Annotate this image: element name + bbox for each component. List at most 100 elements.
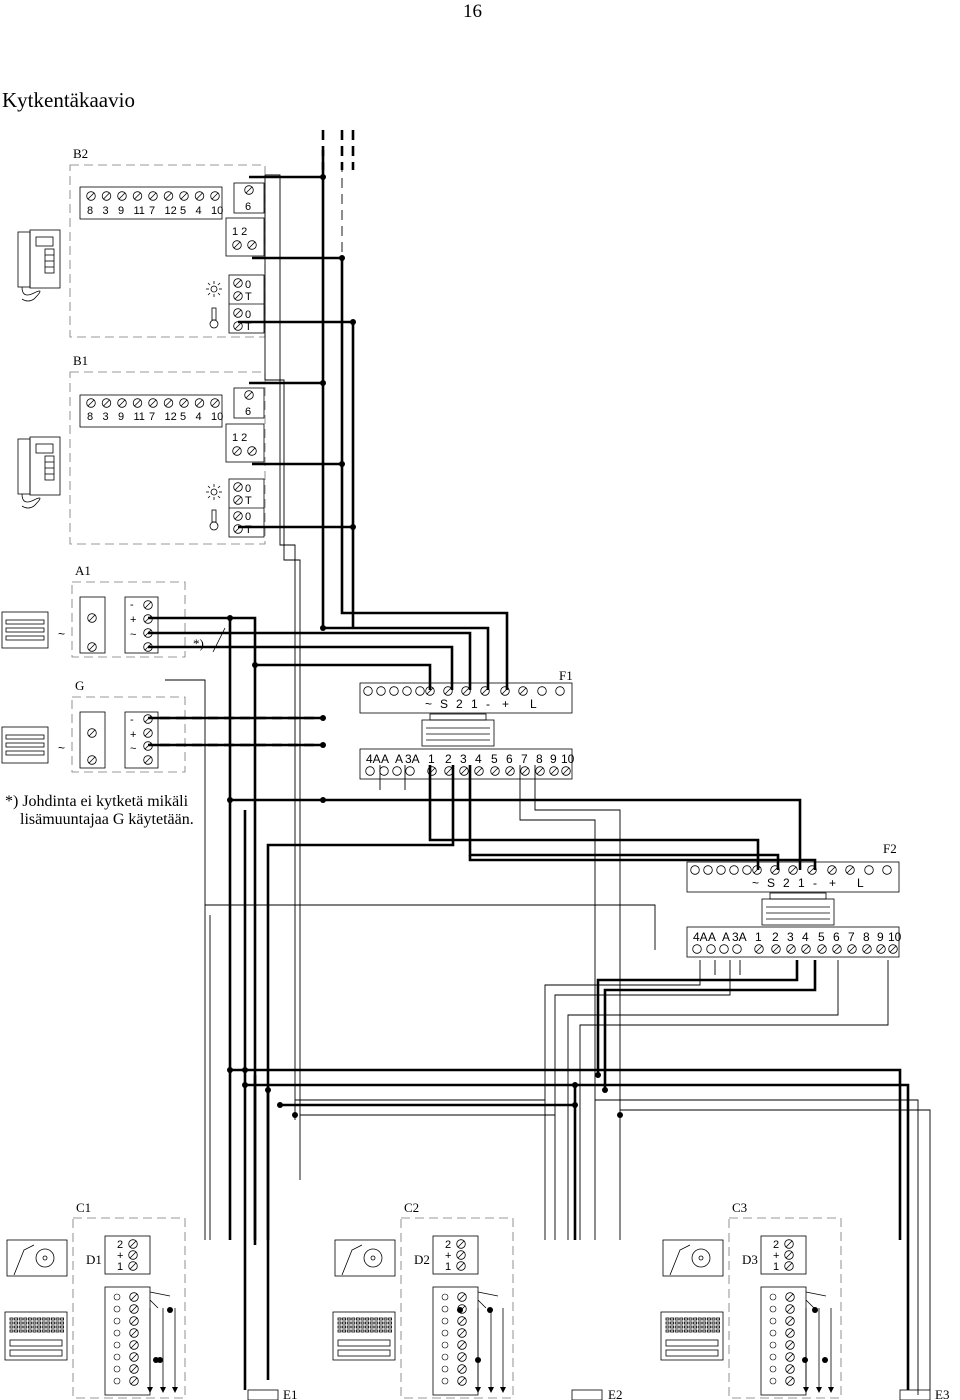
- screw-terminal-icon: [459, 766, 469, 776]
- switch-terminal-label: 4: [475, 752, 482, 766]
- page-number: 16: [463, 1, 482, 22]
- junction-dot: [320, 797, 326, 803]
- screw-terminal-icon: [163, 398, 174, 408]
- screw-terminal-icon: [703, 865, 713, 875]
- panel-terminal-label: 2: [773, 1239, 779, 1251]
- screw-terminal-icon: [456, 1261, 466, 1271]
- speaker-icon: [334, 1239, 396, 1277]
- screw-terminal-icon: [194, 191, 205, 201]
- junction-dot: [227, 615, 233, 621]
- ac-symbol: ~: [58, 741, 65, 755]
- screw-terminal-icon: [784, 1239, 794, 1249]
- switch-terminal-label: 10: [561, 752, 575, 766]
- screw-terminal-icon: [784, 1261, 794, 1271]
- screw-terminal-icon: [535, 766, 545, 776]
- switch-terminal-label: -: [486, 697, 490, 711]
- lock-icon: [113, 1365, 121, 1373]
- terminal-t: T: [245, 291, 252, 303]
- screw-terminal-icon: [363, 686, 373, 696]
- screw-terminal-icon: [518, 686, 528, 696]
- switch-terminal-label: S: [767, 876, 775, 890]
- switch-terminal-label: 6: [506, 752, 513, 766]
- screw-terminal-icon: [457, 1316, 467, 1326]
- switch-terminal-label: 8: [536, 752, 543, 766]
- keypad-icon: [4, 1311, 68, 1361]
- note-mark: *): [193, 636, 204, 651]
- screw-terminal-icon: [365, 766, 375, 776]
- screw-terminal-icon: [117, 191, 127, 201]
- lock-icon: [769, 1341, 777, 1349]
- transformer-g: G - + ~ ~: [1, 678, 186, 773]
- screw-terminal-icon: [415, 686, 425, 696]
- screw-terminal-icon: [732, 944, 742, 954]
- panel-terminal-label: 1: [773, 1261, 779, 1273]
- terminal-0: 0: [245, 309, 251, 321]
- terminal-label: 9: [118, 411, 124, 423]
- junction-dot: [320, 380, 326, 386]
- switch-terminal-label: 10: [888, 930, 902, 944]
- screw-terminal-icon: [129, 1292, 139, 1302]
- screw-terminal-icon: [457, 1376, 467, 1386]
- screw-terminal-icon: [457, 1364, 467, 1374]
- lock-icon: [441, 1353, 449, 1361]
- screw-terminal-icon: [132, 191, 143, 201]
- ac-symbol: ~: [58, 627, 65, 641]
- screw-terminal-icon: [179, 398, 189, 408]
- screw-terminal-icon: [785, 1328, 795, 1338]
- switch-terminal-label: ~: [752, 876, 759, 890]
- screw-terminal-icon: [801, 944, 811, 954]
- screw-terminal-icon: [194, 398, 205, 408]
- switch-terminal-label: 3A: [732, 930, 747, 944]
- junction-dot: [320, 742, 326, 748]
- screw-terminal-icon: [882, 865, 892, 875]
- transformer-icon: [1, 611, 49, 649]
- screw-terminal-icon: [129, 1352, 139, 1362]
- junction-dot: [320, 174, 326, 180]
- switch-terminal-label: A: [722, 930, 730, 944]
- junction-dot: [320, 625, 326, 631]
- switch-module-icon: [421, 713, 495, 747]
- switch-terminal-label: 4A: [366, 752, 381, 766]
- screw-terminal-icon: [785, 1292, 795, 1302]
- junction-dot: [822, 1357, 828, 1363]
- terminal-label: 12: [165, 411, 177, 423]
- screw-terminal-icon: [179, 191, 189, 201]
- speaker-icon: [662, 1239, 724, 1277]
- junction-dot: [595, 1072, 601, 1078]
- switch-terminal-label: 3A: [405, 752, 420, 766]
- junction-dot: [242, 1082, 248, 1088]
- junction-dot: [320, 715, 326, 721]
- switch-terminal-label: L: [857, 876, 864, 890]
- lock-icon: [113, 1341, 121, 1349]
- screw-terminal-icon: [128, 1250, 138, 1260]
- terminal-ac: ~: [130, 743, 136, 755]
- terminal-plus: +: [130, 614, 136, 626]
- panel-terminal-label: +: [445, 1250, 451, 1262]
- switch-terminal-label: 9: [877, 930, 884, 944]
- screw-terminal-icon: [456, 1250, 466, 1260]
- note-line-2: lisämuuntajaa G käytetään.: [20, 811, 194, 828]
- terminal-label: 10: [211, 411, 223, 423]
- screw-terminal-icon: [742, 865, 752, 875]
- screw-terminal-icon: [888, 944, 898, 954]
- label-g: G: [75, 678, 84, 693]
- lock-icon: [769, 1329, 777, 1337]
- switch-terminal-label: +: [502, 697, 509, 711]
- handset-icon: [17, 436, 61, 509]
- note-line-1: *) Johdinta ei kytketä mikäli: [5, 793, 189, 810]
- terminal-ac: ~: [130, 629, 136, 641]
- junction-dot: [265, 1087, 271, 1093]
- screw-terminal-icon: [827, 865, 837, 875]
- switch-terminal-label: -: [813, 876, 817, 890]
- label-c1: C1: [76, 1200, 91, 1215]
- lock-icon: [113, 1317, 121, 1325]
- e-markers: E1 E2 E3: [247, 1387, 949, 1400]
- screw-terminal-icon: [716, 865, 726, 875]
- terminal-label: 4: [196, 411, 202, 423]
- label-f2: F2: [883, 841, 897, 856]
- label-b1: B1: [73, 353, 88, 368]
- junction-dot: [812, 1307, 818, 1313]
